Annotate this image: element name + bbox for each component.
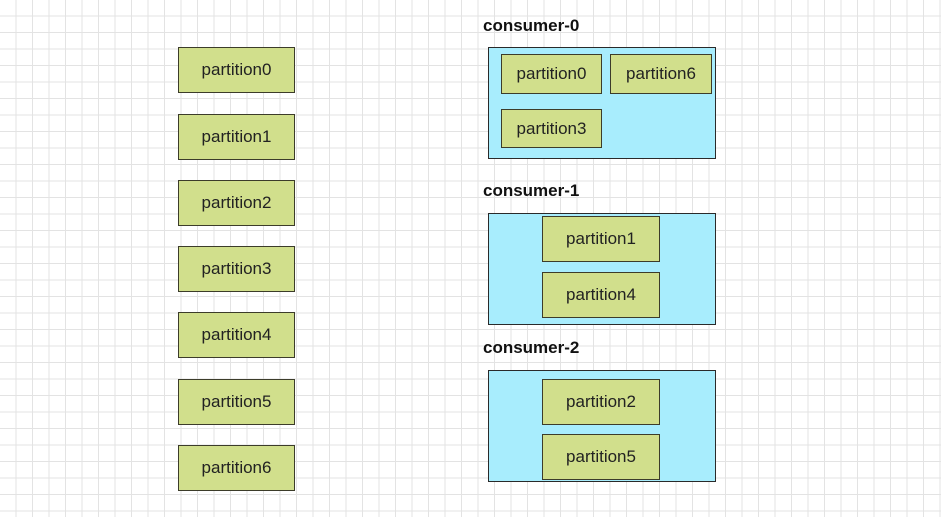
consumer-1-label: consumer-1 xyxy=(483,181,580,200)
topic-partition-1: partition1 xyxy=(178,114,295,160)
topic-partition-3: partition3 xyxy=(178,246,295,292)
consumer-2-partition-1: partition5 xyxy=(542,434,660,480)
consumer-0-partition-1: partition6 xyxy=(610,54,712,94)
topic-partition-6: partition6 xyxy=(178,445,295,491)
consumer-0-partition-0: partition0 xyxy=(501,54,602,94)
topic-partition-4: partition4 xyxy=(178,312,295,358)
topic-partition-2: partition2 xyxy=(178,180,295,226)
topic-partition-5: partition5 xyxy=(178,379,295,425)
topic-partition-0: partition0 xyxy=(178,47,295,93)
consumer-0-partition-2: partition3 xyxy=(501,109,602,148)
consumer-2-label: consumer-2 xyxy=(483,338,580,357)
consumer-2-partition-0: partition2 xyxy=(542,379,660,425)
consumer-0-label: consumer-0 xyxy=(483,16,580,35)
consumer-1-partition-0: partition1 xyxy=(542,216,660,262)
consumer-1-partition-1: partition4 xyxy=(542,272,660,318)
